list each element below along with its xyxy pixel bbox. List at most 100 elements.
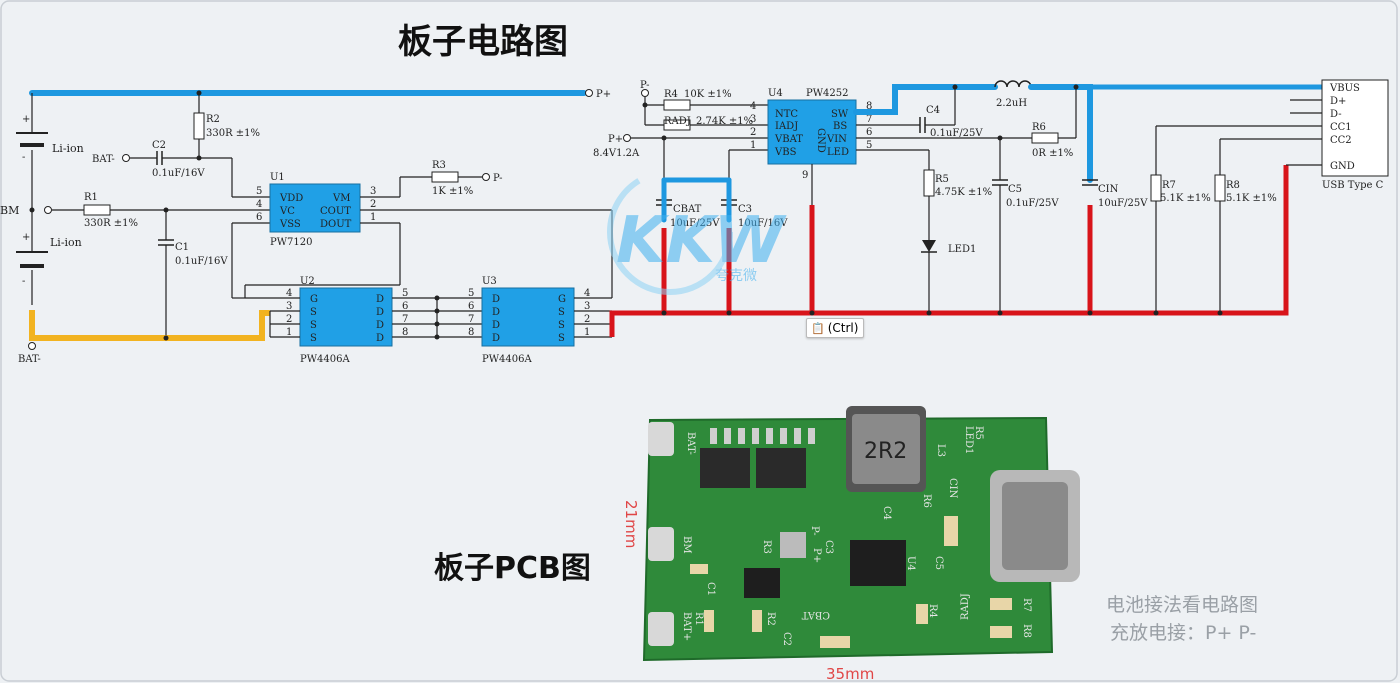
svg-text:夸克微: 夸克微 [715,268,757,284]
c5-name: C5 [1008,184,1022,195]
paste-options-button[interactable]: 📋 (Ctrl) [806,318,864,338]
pcb-title: 板子PCB图 [434,551,591,586]
u1-part: PW7120 [270,237,312,248]
svg-text:BS: BS [833,121,847,132]
svg-text:R1: R1 [693,612,704,626]
u4-ref: U4 [768,88,783,99]
r5-value: 4.75K ±1% [935,187,992,198]
svg-text:R7: R7 [1021,598,1032,612]
u2-part: PW4406A [300,354,350,365]
svg-text:7: 7 [866,114,872,125]
svg-text:GND: GND [815,128,826,153]
usb-name: USB Type C [1322,180,1384,191]
svg-text:G: G [558,294,566,305]
svg-text:VBAT: VBAT [774,134,803,145]
svg-text:S: S [310,307,317,318]
svg-text:S: S [558,333,565,344]
p-minus-r3-label: P- [493,173,503,184]
svg-text:S: S [310,333,317,344]
svg-text:LED1: LED1 [963,426,974,454]
svg-text:R5: R5 [973,426,984,440]
c5-value: 0.1uF/25V [1006,198,1059,209]
cin-value: 10uF/25V [1098,198,1148,209]
svg-text:VSS: VSS [279,219,301,230]
svg-text:7: 7 [468,314,474,325]
svg-text:-: - [22,152,25,163]
u3-part: PW4406A [482,354,532,365]
dim-width: 35mm [826,665,874,683]
svg-text:DOUT: DOUT [320,219,352,230]
svg-text:D: D [376,294,384,305]
svg-text:1: 1 [584,327,590,338]
svg-text:1: 1 [750,140,756,151]
svg-text:2: 2 [584,314,590,325]
svg-text:C2: C2 [781,632,792,646]
svg-text:3: 3 [370,186,376,197]
svg-text:6: 6 [402,301,408,312]
svg-text:RADJ: RADJ [960,593,971,620]
svg-text:2: 2 [370,199,376,210]
svg-text:D: D [492,307,500,318]
u3-ref: U3 [482,276,497,287]
svg-text:BM: BM [681,536,692,554]
svg-text:S: S [558,320,565,331]
svg-text:VIN: VIN [826,134,847,145]
svg-text:P-: P- [809,526,820,536]
usb-connector [1321,79,1389,177]
svg-text:4: 4 [750,101,756,112]
svg-text:CIN: CIN [947,478,958,499]
svg-text:+: + [22,114,30,125]
note-line-2: 充放电接：P+ P- [1110,622,1257,644]
svg-text:COUT: COUT [320,206,351,217]
svg-text:VC: VC [279,206,295,217]
c3-name: C3 [738,204,752,215]
schematic-title: 板子电路图 [398,22,568,62]
c4-value: 0.1uF/25V [930,128,983,139]
p-minus-label: P- [640,80,650,91]
svg-text:7: 7 [402,314,408,325]
svg-text:KKW: KKW [616,204,787,278]
svg-text:L3: L3 [935,444,946,457]
svg-text:2: 2 [286,314,292,325]
u4-part: PW4252 [806,88,848,99]
dim-height: 21mm [622,500,640,548]
bat-minus-bottom-label: BAT- [18,354,41,365]
battery-top-label: Li-ion [52,142,84,155]
svg-text:R4: R4 [927,604,938,618]
r8-name: R8 [1226,180,1240,191]
svg-text:6: 6 [468,301,474,312]
svg-text:C4: C4 [881,506,892,520]
svg-text:8: 8 [402,327,408,338]
r3-name: R3 [432,160,446,171]
svg-text:5: 5 [468,288,474,299]
bat-minus-c2-label: BAT- [92,154,115,165]
r4-name: R4 [664,89,678,100]
r2-name: R2 [206,114,220,125]
svg-text:9: 9 [802,170,808,181]
svg-text:1: 1 [370,212,376,223]
svg-text:5: 5 [402,288,408,299]
svg-text:S: S [310,320,317,331]
svg-text:C5: C5 [933,556,944,570]
svg-text:+: + [22,232,30,243]
cin-name: CIN [1098,184,1119,195]
svg-text:1: 1 [286,327,292,338]
c2-value: 0.1uF/16V [152,168,205,179]
u4-chip [767,99,857,165]
svg-text:C3: C3 [823,540,834,554]
svg-text:VBS: VBS [774,147,797,158]
svg-text:8: 8 [866,101,872,112]
c1-value: 0.1uF/16V [175,256,228,267]
svg-text:D: D [492,320,500,331]
bm-label: BM [0,204,19,217]
svg-text:CC1: CC1 [1330,122,1352,133]
svg-text:VDD: VDD [279,193,303,204]
svg-text:D-: D- [1330,109,1342,120]
svg-text:IADJ: IADJ [775,121,798,132]
svg-text:D: D [376,333,384,344]
svg-text:S: S [558,307,565,318]
r7-name: R7 [1162,180,1176,191]
svg-text:4: 4 [256,199,262,210]
